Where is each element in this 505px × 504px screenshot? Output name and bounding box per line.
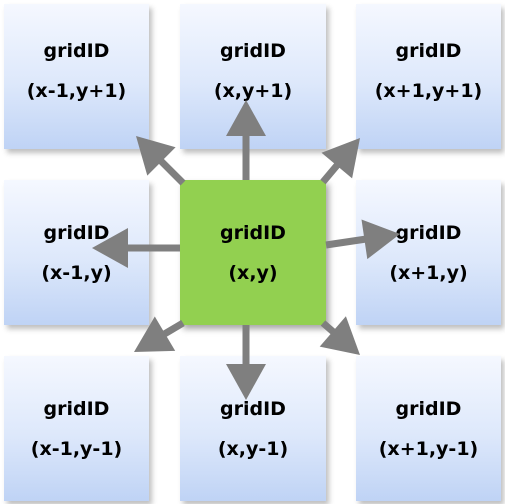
cell-s-coord: (x,y-1) (217, 437, 289, 460)
grid-cell-e: gridID (x+1,y) (356, 180, 501, 325)
cell-w-coord: (x-1,y) (41, 261, 112, 284)
cell-center-label: gridID (220, 221, 286, 244)
cell-sw-coord: (x-1,y-1) (30, 437, 123, 460)
cell-ne-label: gridID (395, 39, 462, 62)
cell-w-label: gridID (43, 221, 110, 244)
cell-s-label: gridID (220, 397, 286, 420)
cell-se-coord: (x+1,y-1) (378, 437, 479, 460)
cell-center-coord: (x,y) (228, 261, 278, 284)
arrow-ne-icon (320, 138, 360, 185)
grid-cell-ne: gridID (x+1,y+1) (356, 4, 501, 149)
cell-sw-label: gridID (43, 397, 110, 420)
cell-nw-coord: (x-1,y+1) (26, 79, 127, 102)
cell-ne-coord: (x+1,y+1) (374, 79, 483, 102)
cell-n-coord: (x,y+1) (213, 79, 293, 102)
grid-cell-s: gridID (x,y-1) (180, 356, 326, 501)
grid-cell-n: gridID (x,y+1) (180, 4, 326, 149)
cell-nw-label: gridID (43, 39, 110, 62)
cell-se-label: gridID (395, 397, 462, 420)
cell-n-label: gridID (220, 39, 286, 62)
cell-e-label: gridID (395, 221, 462, 244)
grid-cell-se: gridID (x+1,y-1) (356, 356, 501, 501)
grid-cell-center: gridID (x,y) (180, 180, 326, 325)
grid-cell-nw: gridID (x-1,y+1) (4, 4, 149, 149)
grid-cell-w: gridID (x-1,y) (4, 180, 149, 325)
cell-e-coord: (x+1,y) (389, 261, 468, 284)
arrow-ne-head (321, 138, 360, 179)
grid-cell-sw: gridID (x-1,y-1) (4, 356, 149, 501)
